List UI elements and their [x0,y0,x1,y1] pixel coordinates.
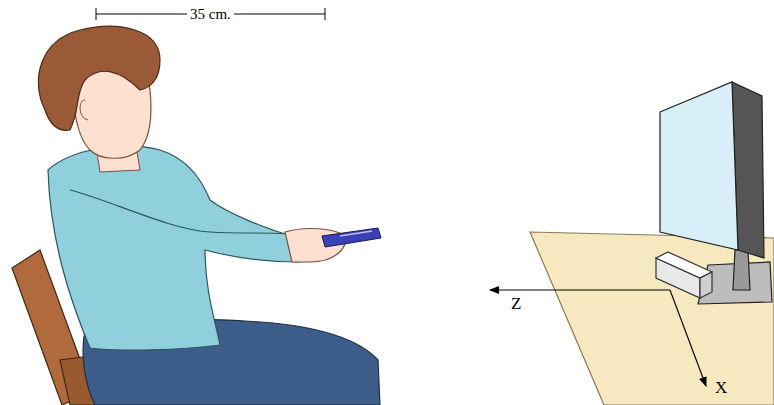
sensor-bar [656,252,712,298]
axis-label: Z [511,295,521,314]
remote-highlight [340,231,372,236]
axes [490,290,706,386]
dimension-label: 35 cm. [187,6,234,23]
desk [530,232,774,405]
torso [48,146,300,350]
hair [38,26,160,130]
axis-label: X [715,379,727,398]
arm [70,190,292,234]
ear [80,100,88,120]
remote [322,228,381,247]
